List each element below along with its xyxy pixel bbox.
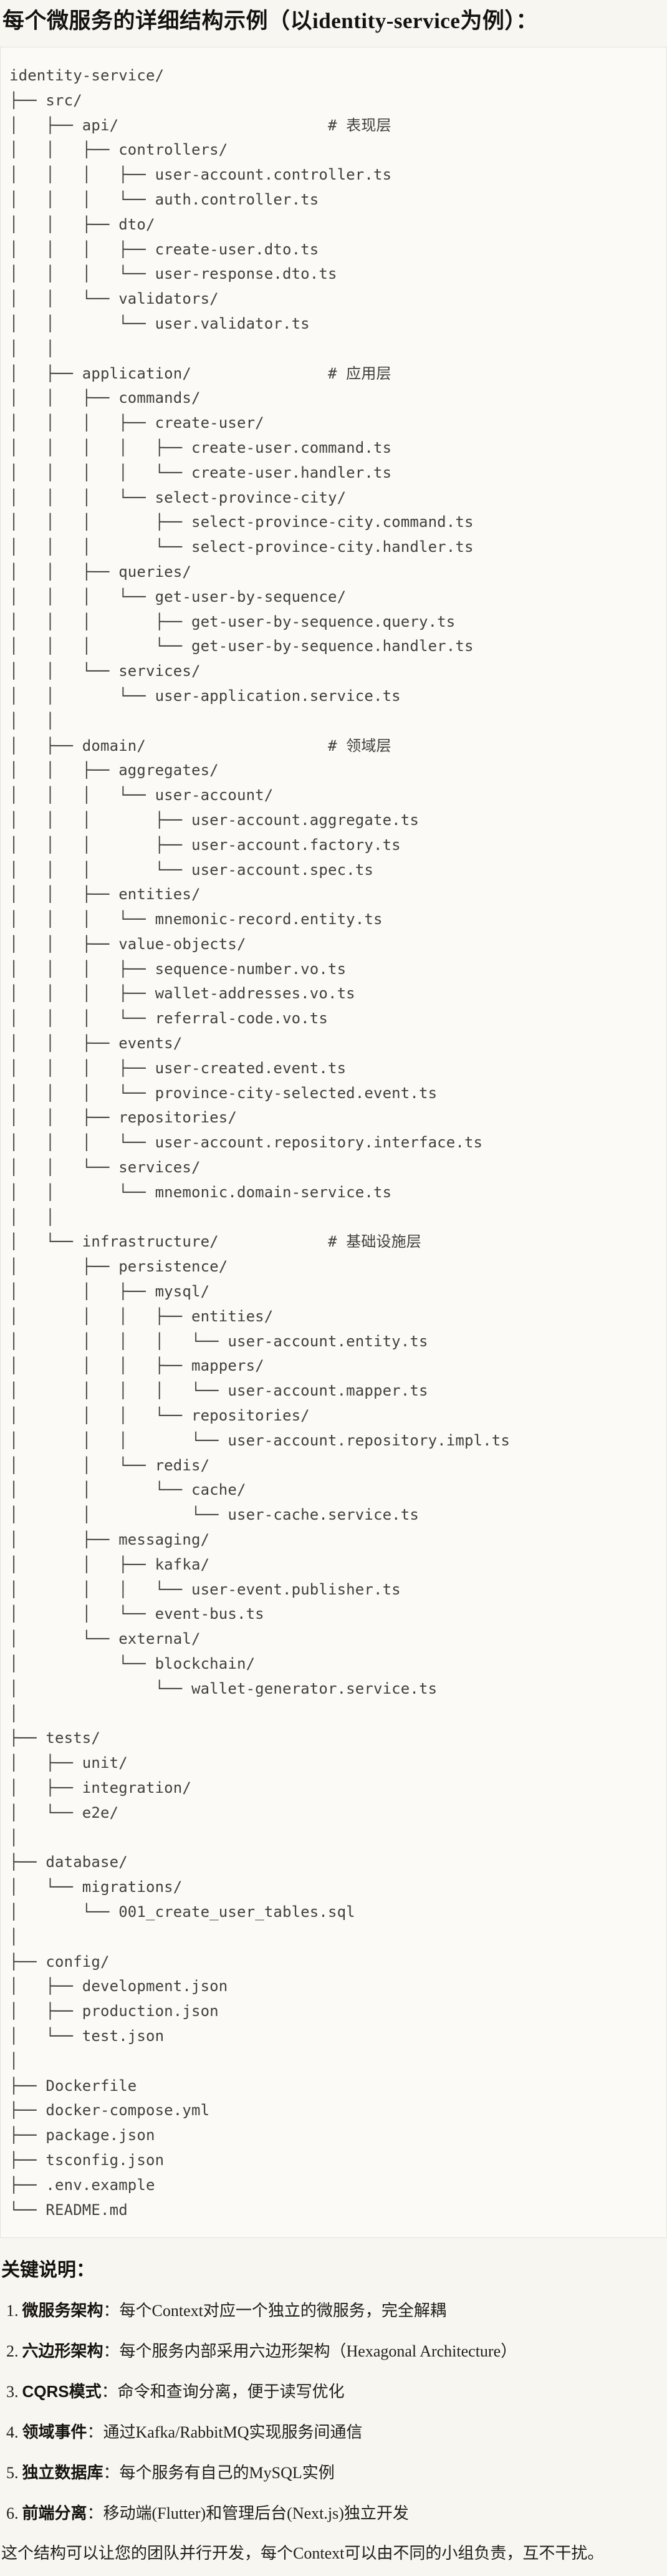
note-label: 前端分离 bbox=[22, 2504, 87, 2523]
note-number: 6. bbox=[6, 2504, 19, 2523]
note-number: 5. bbox=[6, 2464, 19, 2482]
note-item: 4.领域事件：通过Kafka/RabbitMQ实现服务间通信 bbox=[6, 2419, 667, 2445]
note-number: 1. bbox=[6, 2302, 19, 2320]
note-label: 领域事件 bbox=[22, 2423, 87, 2442]
note-number: 2. bbox=[6, 2342, 19, 2361]
note-label: 独立数据库 bbox=[22, 2463, 103, 2482]
note-text: ：每个服务内部采用六边形架构（Hexagonal Architecture） bbox=[103, 2342, 517, 2361]
note-item: 1.微服务架构：每个Context对应一个独立的微服务，完全解耦 bbox=[6, 2298, 667, 2323]
note-item: 5.独立数据库：每个服务有自己的MySQL实例 bbox=[6, 2460, 667, 2486]
document-page: 每个微服务的详细结构示例（以identity-service为例）： ident… bbox=[0, 9, 667, 2566]
closing-paragraph: 这个结构可以让您的团队并行开发，每个Context可以由不同的小组负责，互不干扰… bbox=[1, 2544, 604, 2563]
note-number: 4. bbox=[6, 2423, 19, 2442]
note-label: 六边形架构 bbox=[22, 2342, 103, 2361]
note-text: ：每个服务有自己的MySQL实例 bbox=[103, 2464, 335, 2482]
page-title: 每个微服务的详细结构示例（以identity-service为例）： bbox=[2, 9, 538, 33]
note-text: ：命令和查询分离，便于读写优化 bbox=[101, 2383, 345, 2401]
note-label: CQRS模式 bbox=[22, 2382, 102, 2401]
note-text: ：每个Context对应一个独立的微服务，完全解耦 bbox=[103, 2302, 446, 2320]
note-text: ：通过Kafka/RabbitMQ实现服务间通信 bbox=[87, 2423, 363, 2442]
note-text: ：移动端(Flutter)和管理后台(Next.js)独立开发 bbox=[87, 2504, 409, 2523]
note-item: 3.CQRS模式：命令和查询分离，便于读写优化 bbox=[6, 2379, 667, 2405]
notes-heading: 关键说明： bbox=[1, 2260, 95, 2281]
directory-tree: identity-service/ ├── src/ │ ├── api/ # … bbox=[9, 67, 510, 2219]
note-number: 3. bbox=[6, 2383, 19, 2401]
note-item: 6.前端分离：移动端(Flutter)和管理后台(Next.js)独立开发 bbox=[6, 2501, 667, 2526]
note-label: 微服务架构 bbox=[22, 2301, 103, 2320]
notes-list: 1.微服务架构：每个Context对应一个独立的微服务，完全解耦 2.六边形架构… bbox=[0, 2298, 667, 2526]
directory-tree-code-block: identity-service/ ├── src/ │ ├── api/ # … bbox=[0, 47, 667, 2239]
note-item: 2.六边形架构：每个服务内部采用六边形架构（Hexagonal Architec… bbox=[6, 2338, 667, 2364]
